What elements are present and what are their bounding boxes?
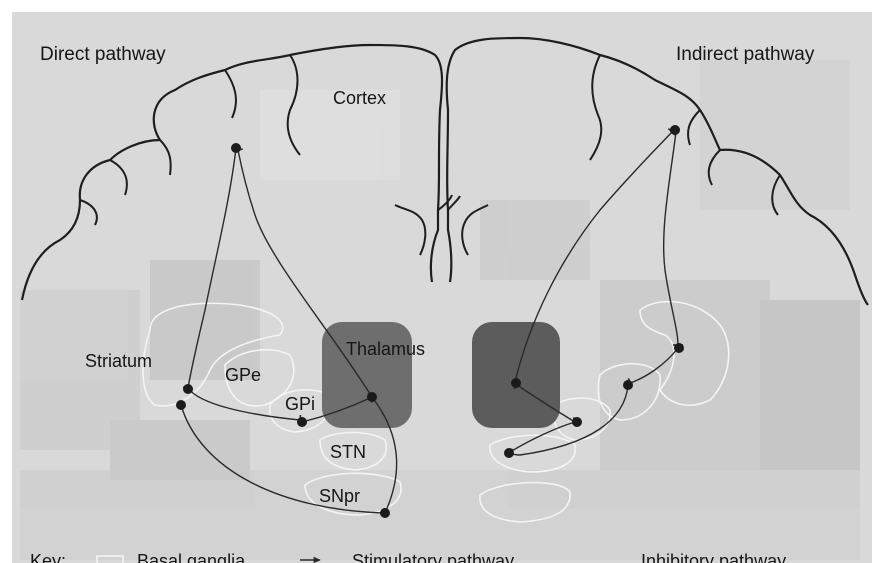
neuron-striatum-left-2 <box>176 400 186 410</box>
neuron-gpe-right <box>623 380 633 390</box>
thalamus-right <box>472 322 560 428</box>
neuron-striatum-right <box>674 343 684 353</box>
neuron-striatum-left-1 <box>183 384 193 394</box>
neuron-gpi-right <box>572 417 582 427</box>
neuron-thalamus-left <box>367 392 377 402</box>
neuron-snpr-left <box>380 508 390 518</box>
label-thalamus: Thalamus <box>346 340 425 358</box>
neuron-thalamus-right <box>511 378 521 388</box>
neuron-gpi-left <box>297 417 307 427</box>
title-indirect-pathway: Indirect pathway <box>676 45 814 64</box>
label-striatum: Striatum <box>85 352 152 370</box>
neuron-cortex-right <box>670 125 680 135</box>
neuron-stn-right <box>504 448 514 458</box>
neuron-cortex-left <box>231 143 241 153</box>
label-gpe: GPe <box>225 366 261 384</box>
label-gpi: GPi <box>285 395 315 413</box>
title-direct-pathway: Direct pathway <box>40 45 166 64</box>
key-stimulatory-label: Stimulatory pathway <box>352 552 514 563</box>
label-cortex: Cortex <box>333 89 386 107</box>
label-stn: STN <box>330 443 366 461</box>
key-basal-ganglia-label: Basal ganglia <box>137 552 245 563</box>
key-inhibitory-label: Inhibitory pathway <box>641 552 786 563</box>
label-snpr: SNpr <box>319 487 360 505</box>
key-label: Key: <box>30 552 66 563</box>
